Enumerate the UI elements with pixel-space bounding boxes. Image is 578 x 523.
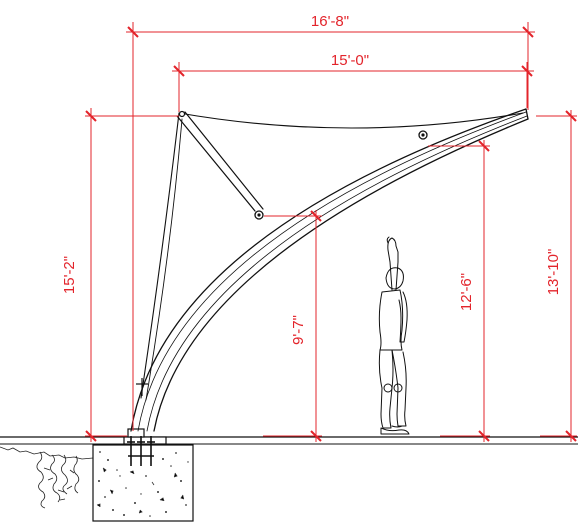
dimension-arm-height: 12'-6" — [428, 140, 490, 442]
tip-height-label: 13'-10" — [545, 249, 562, 296]
column-bracket — [136, 378, 148, 396]
canopy-width-label: 15'-0" — [331, 52, 369, 69]
anchor-bolts — [127, 436, 155, 466]
dimension-overall-width: 16'-8" — [126, 13, 535, 431]
ground-section — [0, 436, 578, 509]
human-figure — [378, 236, 410, 435]
mid-height-label: 9'-7" — [290, 315, 307, 345]
arm-height-label: 12'-6" — [458, 273, 475, 311]
concrete-footing — [92, 444, 194, 522]
dimension-canopy-width: 15'-0" — [172, 52, 534, 112]
dimension-tip-height: 13'-10" — [536, 110, 577, 442]
curved-column — [130, 108, 529, 432]
connection-points — [178, 110, 428, 220]
dimension-left-height: 15'-2" — [61, 108, 179, 442]
overall-width-label: 16'-8" — [311, 13, 349, 30]
strut-arm — [176, 111, 264, 212]
base-plate — [123, 428, 167, 445]
shade-sail — [140, 112, 524, 401]
dimension-mid-height: 9'-7" — [263, 210, 322, 442]
left-height-label: 15'-2" — [61, 256, 78, 294]
